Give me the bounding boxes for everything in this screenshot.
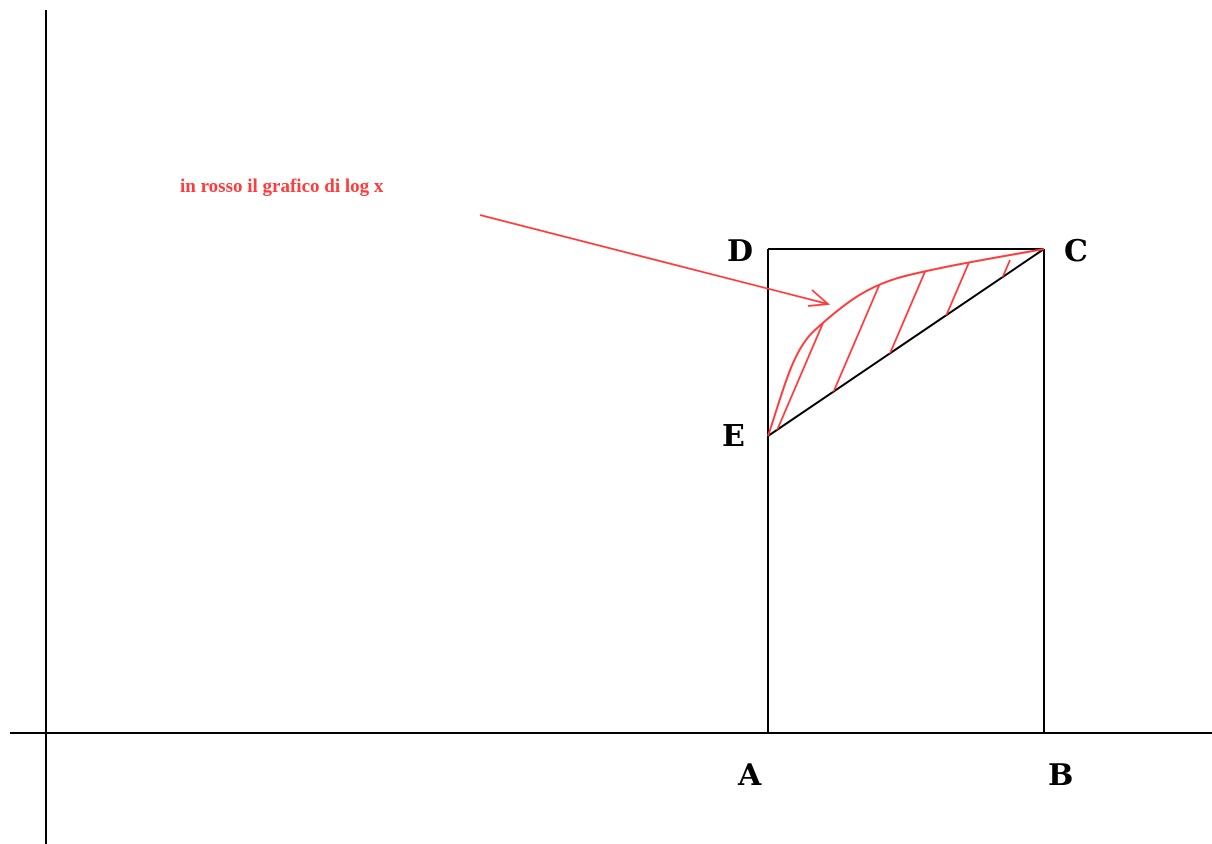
log-curve <box>767 248 1045 437</box>
label-e: E <box>722 419 745 454</box>
annotation-text: in rosso il grafico di log x <box>180 176 384 197</box>
chord-ec <box>767 248 1045 437</box>
annotation-arrow-line <box>479 214 829 305</box>
label-a: A <box>737 758 762 793</box>
label-c: C <box>1064 234 1088 269</box>
arrowhead-icon <box>807 289 831 307</box>
hatched-region <box>768 259 1044 436</box>
label-d: D <box>727 234 753 269</box>
label-b: B <box>1048 758 1073 793</box>
